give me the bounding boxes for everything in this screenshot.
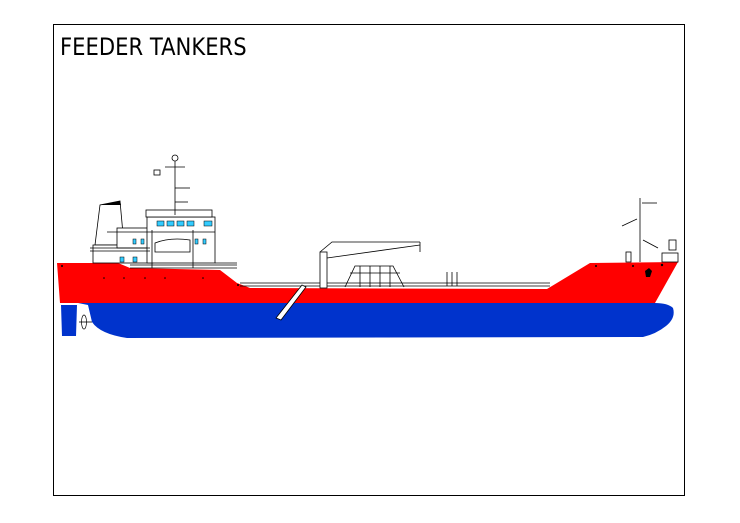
deck-railing — [240, 282, 550, 287]
page-title: FEEDER TANKERS — [60, 33, 247, 61]
anchor-icon — [645, 268, 652, 277]
cargo-crane — [319, 241, 421, 289]
gangway — [275, 284, 307, 321]
hull-underwater — [78, 303, 674, 338]
rudder — [61, 305, 77, 336]
windows — [119, 220, 213, 263]
drawing-frame — [53, 24, 685, 496]
deck-fittings — [61, 263, 664, 286]
fore-mast — [621, 198, 679, 263]
propeller-icon — [79, 314, 92, 330]
cargo-manifold — [344, 265, 458, 288]
hull-topside — [57, 262, 678, 303]
main-mast — [153, 154, 190, 215]
